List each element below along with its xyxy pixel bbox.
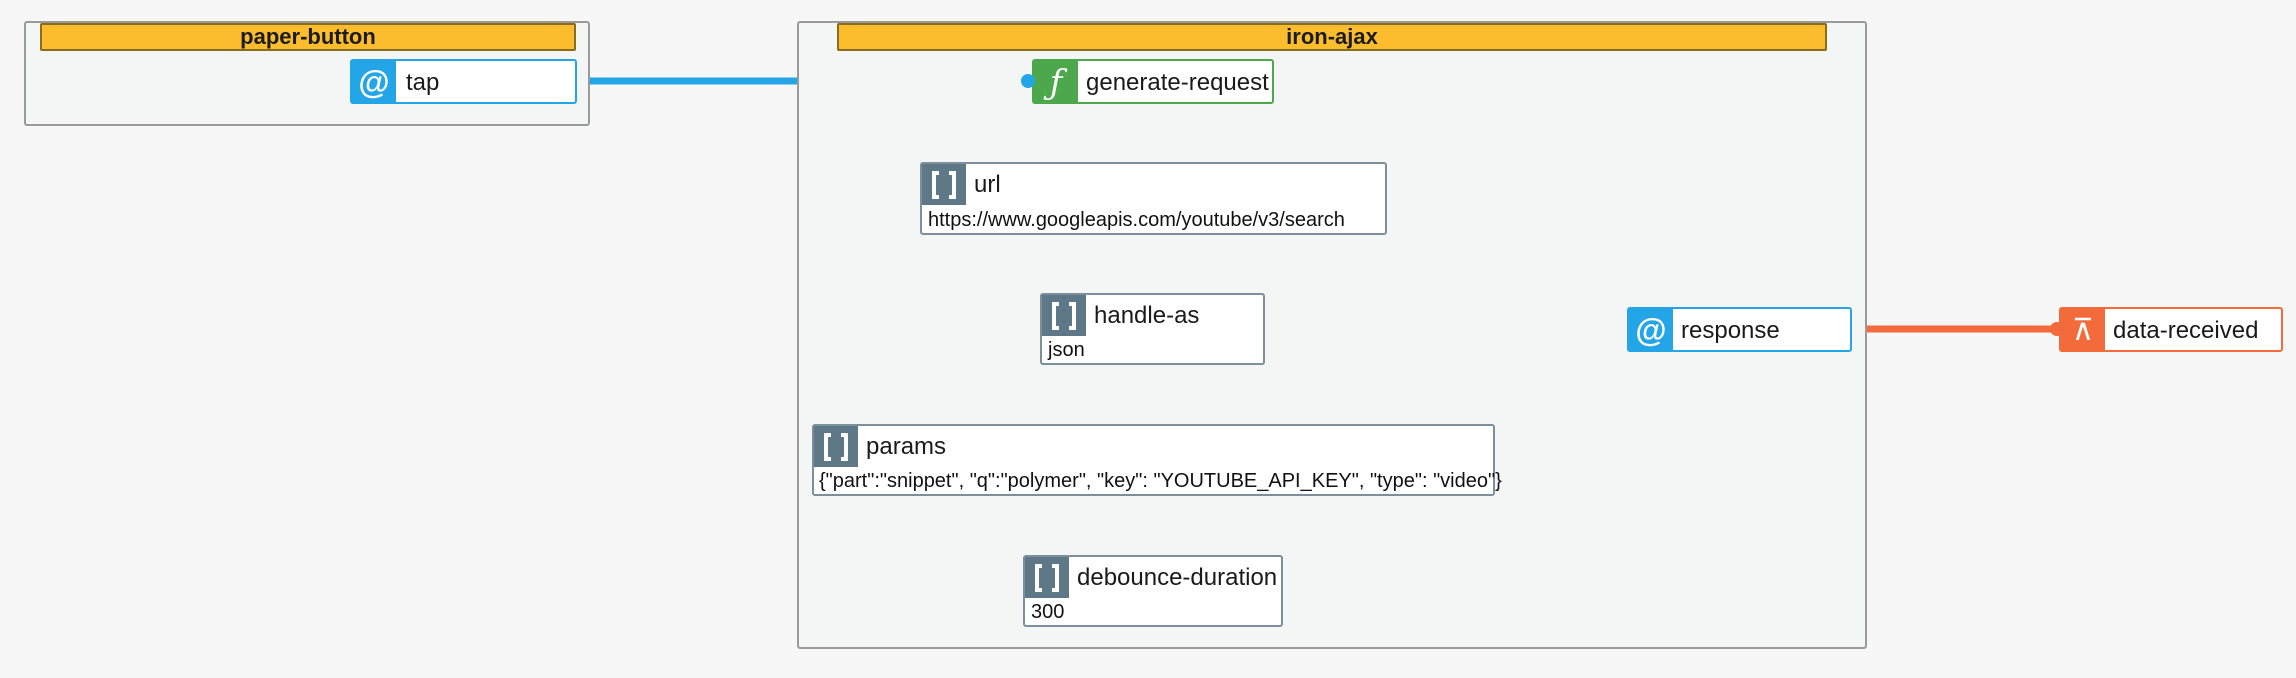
node-response[interactable]: @ response — [1627, 307, 1852, 352]
node-url[interactable]: url https://www.googleapis.com/youtube/v… — [920, 162, 1387, 235]
array-brackets-icon — [922, 164, 966, 205]
array-brackets-icon — [1042, 295, 1086, 336]
node-label-debounce-duration: debounce-duration — [1077, 564, 1278, 591]
node-label-handle-as: handle-as — [1094, 302, 1200, 329]
node-value-params: {"part":"snippet", "q":"polymer", "key":… — [819, 470, 1502, 492]
node-value-url: https://www.googleapis.com/youtube/v3/se… — [928, 209, 1345, 231]
array-brackets-icon — [814, 426, 858, 467]
node-data-received[interactable]: ⊼ data-received — [2059, 307, 2283, 352]
node-debounce-duration[interactable]: debounce-duration 300 — [1023, 555, 1283, 627]
node-value-handle-as: json — [1048, 339, 1085, 361]
output-arrow-icon: ⊼ — [2061, 309, 2105, 352]
node-handle-as[interactable]: handle-as json — [1040, 293, 1265, 365]
group-title-iron-ajax[interactable]: iron-ajax — [837, 23, 1827, 51]
node-label-data-received: data-received — [2113, 317, 2259, 344]
input-port-data-received[interactable] — [2050, 322, 2064, 336]
node-label-url: url — [974, 171, 1001, 198]
node-params[interactable]: params {"part":"snippet", "q":"polymer",… — [812, 424, 1502, 496]
function-icon: ƒ — [1034, 61, 1078, 104]
node-label-response: response — [1681, 317, 1780, 344]
array-brackets-icon — [1025, 557, 1069, 598]
at-sign-icon: @ — [352, 61, 396, 104]
node-tap[interactable]: @ tap — [350, 59, 577, 104]
node-label-generate-request: generate-request — [1086, 69, 1269, 96]
input-port-generate-request[interactable] — [1021, 74, 1035, 88]
node-label-params: params — [866, 433, 947, 460]
node-label-tap: tap — [406, 69, 440, 96]
node-value-debounce-duration: 300 — [1031, 601, 1065, 623]
group-title-paper-button[interactable]: paper-button — [40, 23, 576, 51]
at-sign-icon: @ — [1629, 309, 1673, 352]
node-generate-request[interactable]: ƒ generate-request — [1032, 59, 1274, 104]
